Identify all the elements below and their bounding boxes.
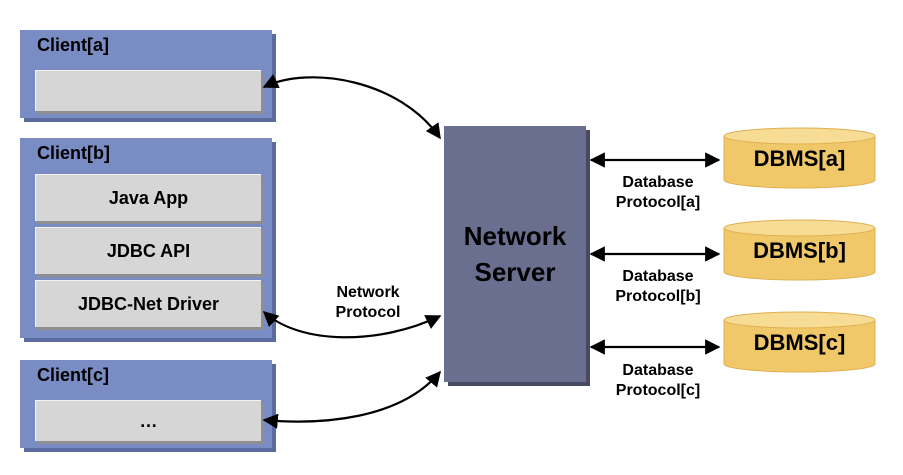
arrow-client-c-server bbox=[262, 370, 441, 429]
network-protocol-line1: Network bbox=[336, 284, 400, 301]
client-b-panel: Client[b] Java App JDBC API JDBC-Net Dri… bbox=[20, 138, 272, 338]
arrow-client-a-server bbox=[262, 74, 441, 140]
database-protocol-a-line2: Protocol[a] bbox=[615, 194, 701, 211]
dbms-c-label: DBMS[c] bbox=[753, 330, 846, 355]
java-app-layer: Java App bbox=[35, 174, 261, 221]
dbms-a-cylinder bbox=[723, 127, 876, 189]
dbms-c: DBMS[c] bbox=[722, 310, 877, 374]
jdbc-api-layer: JDBC API bbox=[35, 227, 261, 274]
client-a-layer bbox=[35, 70, 261, 111]
arrow-client-b-server bbox=[262, 310, 442, 339]
client-a-title: Client[a] bbox=[37, 35, 109, 55]
network-server: Network Server bbox=[444, 126, 586, 382]
client-c-title: Client[c] bbox=[37, 365, 109, 385]
server-label-line1: Network bbox=[463, 221, 567, 251]
dbms-a: DBMS[a] bbox=[722, 126, 877, 190]
database-protocol-b-line1: Database bbox=[622, 268, 694, 285]
dbms-b: DBMS[b] bbox=[722, 218, 877, 282]
database-protocol-a-label: Database Protocol[a] bbox=[598, 173, 718, 213]
dbms-c-cylinder bbox=[723, 311, 876, 373]
dbms-a-label: DBMS[a] bbox=[753, 146, 846, 171]
database-protocol-c-line2: Protocol[c] bbox=[615, 382, 701, 399]
database-protocol-b-line2: Protocol[b] bbox=[615, 288, 701, 305]
database-protocol-c-line1: Database bbox=[622, 362, 694, 379]
database-protocol-b-label: Database Protocol[b] bbox=[598, 267, 718, 307]
server-label-line2: Server bbox=[474, 257, 556, 287]
client-a-panel: Client[a] bbox=[20, 30, 272, 118]
dbms-b-label: DBMS[b] bbox=[753, 238, 846, 263]
database-protocol-a-line1: Database bbox=[622, 174, 694, 191]
client-c-layer: … bbox=[35, 400, 261, 441]
dbms-b-cylinder bbox=[723, 219, 876, 281]
client-b-title: Client[b] bbox=[37, 143, 110, 163]
client-c-panel: Client[c] … bbox=[20, 360, 272, 448]
jdbc-net-driver-layer: JDBC-Net Driver bbox=[35, 280, 261, 327]
database-protocol-c-label: Database Protocol[c] bbox=[598, 361, 718, 401]
